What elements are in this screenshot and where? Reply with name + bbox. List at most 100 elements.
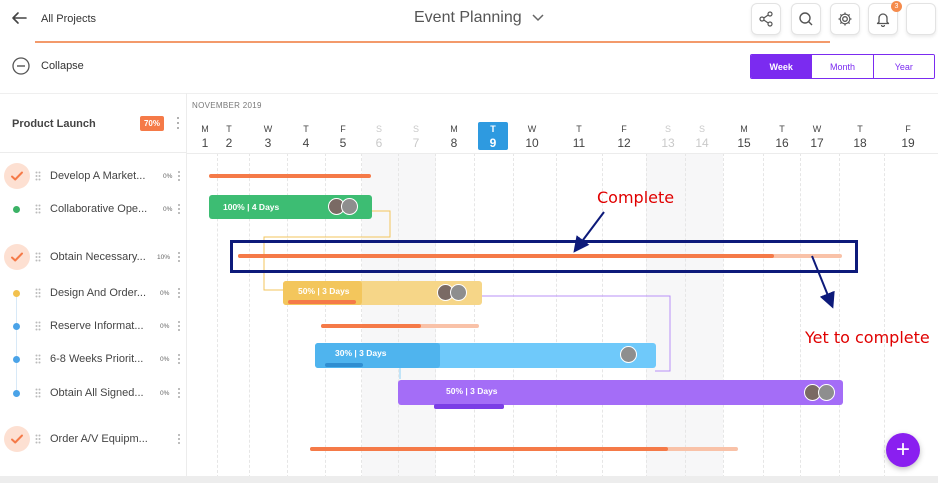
gear-icon [838, 12, 852, 26]
day-gridline [839, 153, 840, 483]
profile-button[interactable] [906, 3, 936, 35]
project-title[interactable]: Event Planning [414, 9, 522, 26]
task-name[interactable]: Obtain All Signed... [50, 387, 144, 399]
back-arrow-icon[interactable] [10, 9, 28, 27]
day-number: 8 [450, 136, 458, 150]
drag-handle-icon[interactable] [35, 434, 41, 444]
task-name[interactable]: Reserve Informat... [50, 320, 144, 332]
avatar[interactable] [818, 384, 835, 401]
today-highlight [478, 122, 508, 150]
project-progress-badge: 70% [140, 116, 164, 131]
view-month-button[interactable]: Month [812, 55, 874, 78]
task-complete-check-icon[interactable] [4, 426, 30, 452]
task-name[interactable]: Design And Order... [50, 287, 146, 299]
arrow-icon [573, 211, 605, 253]
day-letter: T [779, 124, 785, 134]
drag-handle-icon[interactable] [35, 321, 41, 331]
day-number: 13 [661, 136, 675, 150]
drag-handle-icon[interactable] [35, 204, 41, 214]
settings-button[interactable] [830, 3, 860, 35]
dependency-connector [263, 210, 391, 291]
task-status-dot [13, 323, 20, 330]
more-vertical-icon[interactable] [177, 203, 181, 215]
day-gridline [474, 153, 475, 483]
task-name[interactable]: 6-8 Weeks Priorit... [50, 353, 144, 365]
day-gridline [602, 153, 603, 483]
arrow-icon [811, 255, 835, 309]
search-button[interactable] [791, 3, 821, 35]
all-projects-link[interactable]: All Projects [41, 13, 97, 25]
day-number: 14 [695, 136, 709, 150]
day-gridline [646, 153, 647, 483]
view-week-button[interactable]: Week [751, 55, 813, 78]
task-name[interactable]: Collaborative Ope... [50, 203, 148, 215]
day-letter: M [450, 124, 458, 134]
chevron-down-icon[interactable] [531, 13, 545, 23]
add-task-button[interactable]: + [886, 433, 920, 467]
day-letter: W [527, 124, 537, 134]
more-vertical-icon[interactable] [177, 287, 181, 299]
day-letter: M [740, 124, 748, 134]
more-vertical-icon[interactable] [177, 353, 181, 365]
day-number: 10 [525, 136, 539, 150]
day-letter: W [263, 124, 273, 134]
task-percent: 10% [157, 254, 171, 261]
header-underline [35, 41, 830, 43]
share-button[interactable] [751, 3, 781, 35]
drag-handle-icon[interactable] [35, 252, 41, 262]
more-vertical-icon[interactable] [177, 433, 181, 445]
project-name[interactable]: Product Launch [12, 118, 96, 130]
day-letter: S [698, 124, 705, 134]
task-name[interactable]: Order A/V Equipm... [50, 433, 148, 445]
more-vertical-icon[interactable] [177, 251, 181, 263]
day-gridline [513, 153, 514, 483]
collapse-icon[interactable] [12, 57, 30, 75]
task-complete-bar[interactable] [310, 447, 668, 451]
bar-label: 30% | 3 Days [335, 348, 387, 358]
more-vertical-icon[interactable] [176, 116, 180, 130]
collapse-button[interactable]: Collapse [41, 60, 84, 72]
more-vertical-icon[interactable] [177, 320, 181, 332]
day-number: 18 [853, 136, 867, 150]
day-letter: W [812, 124, 822, 134]
task-percent: 0% [163, 206, 173, 213]
task-complete-check-icon[interactable] [4, 163, 30, 189]
drag-handle-icon[interactable] [35, 354, 41, 364]
task-complete-bar[interactable] [321, 324, 421, 328]
task-progress-bar[interactable] [209, 174, 371, 178]
share-icon [759, 11, 773, 27]
drag-handle-icon[interactable] [35, 388, 41, 398]
annotation-complete-label: Complete [597, 188, 675, 207]
day-gridline [763, 153, 764, 483]
search-icon [799, 12, 813, 26]
gantt-bar-task[interactable] [398, 380, 843, 405]
bar-label: 50% | 3 Days [446, 386, 498, 396]
horizontal-scrollbar[interactable] [0, 476, 938, 483]
weekend-shade [362, 153, 436, 483]
avatar[interactable] [450, 284, 467, 301]
task-percent: 0% [160, 323, 170, 330]
notifications-button[interactable] [868, 3, 898, 35]
more-vertical-icon[interactable] [177, 387, 181, 399]
drag-handle-icon[interactable] [35, 171, 41, 181]
avatar[interactable] [620, 346, 637, 363]
task-name[interactable]: Obtain Necessary... [50, 251, 146, 263]
day-number: 16 [775, 136, 789, 150]
task-percent: 0% [160, 290, 170, 297]
task-name[interactable]: Develop A Market... [50, 170, 146, 182]
task-complete-check-icon[interactable] [4, 244, 30, 270]
weekend-shade [646, 153, 723, 483]
avatar[interactable] [341, 198, 358, 215]
task-complete-bar[interactable] [238, 254, 774, 258]
view-year-button[interactable]: Year [873, 55, 934, 78]
more-vertical-icon[interactable] [177, 170, 181, 182]
drag-handle-icon[interactable] [35, 288, 41, 298]
day-number: 12 [617, 136, 631, 150]
annotation-highlight-box [230, 240, 858, 273]
task-percent: 0% [160, 356, 170, 363]
day-letter: S [375, 124, 382, 134]
day-number: 17 [810, 136, 824, 150]
day-gridline [217, 153, 218, 483]
